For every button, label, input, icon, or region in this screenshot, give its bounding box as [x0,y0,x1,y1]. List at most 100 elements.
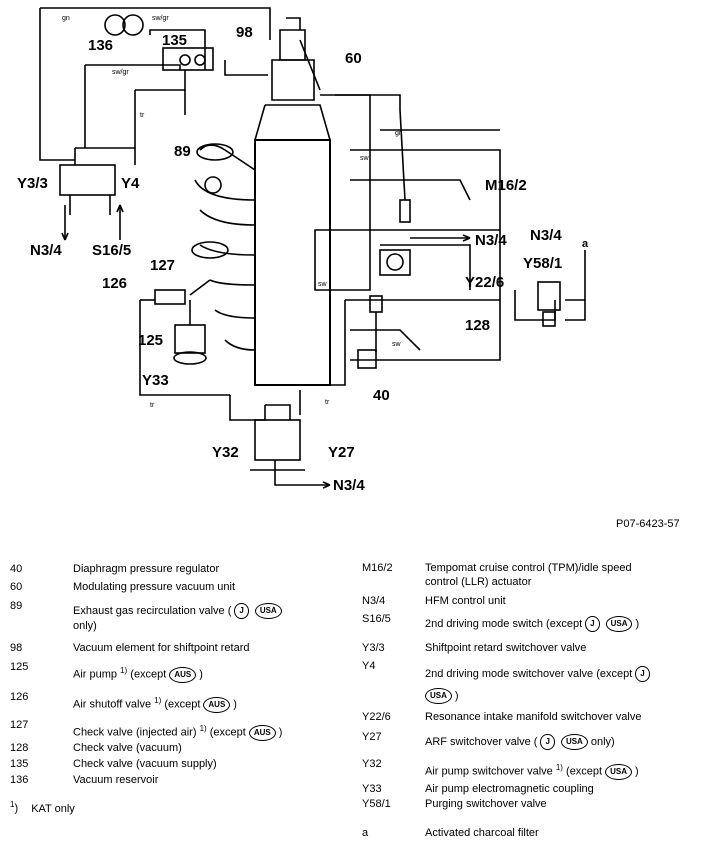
label-n3-4-mid: N3/4 [475,232,507,249]
legend-desc: Activated charcoal filter [425,827,539,839]
legend-code: 126 [10,691,29,703]
legend-code: S16/5 [362,613,391,625]
legend-desc: HFM control unit [425,595,506,607]
legend-desc-text: Tempomat cruise control (TPM)/idle speed [425,562,632,574]
legend-desc-text: (except [209,726,246,739]
legend-code: a [362,827,369,839]
legend-desc-text: control (LLR) actuator [425,576,532,588]
legend-code: Y27 [362,731,382,743]
legend-desc: Vacuum reservoir [73,774,159,786]
footnote-paren: ) [14,802,19,815]
badge-usa: USA [560,734,588,750]
pipe-tag-swgr: sw/gr [112,69,129,76]
pipe-tag-sw-lower: sw [392,341,402,348]
legend-desc: 2nd driving mode switchover valve (excep… [425,663,653,707]
legend-desc: Check valve (vacuum supply) [73,758,217,770]
badge-usa: USA [605,763,632,780]
legend-desc-text: only) [73,620,97,632]
label-135: 135 [162,32,187,49]
label-a: a [582,238,589,250]
legend-desc-text: only) [590,735,615,748]
pipe-tag-gr: gr [395,130,402,137]
legend-desc: Air pump electromagnetic coupling [425,783,594,795]
legend-code: Y58/1 [362,798,391,810]
vacuum-diagram: 136 135 98 60 89 Y3/3 Y4 N3/4 S16/5 M16/… [17,7,589,494]
legend-code: 135 [10,758,29,770]
legend-code: 128 [10,742,29,754]
legend-code: M16/2 [362,562,393,574]
label-126: 126 [102,275,127,292]
legend-code: 125 [10,661,29,673]
legend-desc-text: (except [566,765,603,778]
footnote-mark: 1) [555,763,563,772]
legend-desc: Tempomat cruise control (TPM)/idle speed… [425,561,632,589]
footnote-mark: 1) [154,696,162,705]
legend-code: 127 [10,719,29,731]
legend-desc: Diaphragm pressure regulator [73,563,220,575]
legend-desc: Shiftpoint retard switchover valve [425,642,587,654]
legend-desc-text: Check valve (injected air) [73,726,197,739]
label-y58-1: Y58/1 [523,255,562,272]
legend-desc-text: 2nd driving mode switch (except [425,617,583,630]
label-98: 98 [236,24,253,41]
legend-desc-text: Air pump switchover valve [425,765,553,778]
badge-j: J [234,603,249,619]
label-89: 89 [174,143,191,160]
label-s16-5: S16/5 [92,242,131,259]
legend-desc-text: ) [233,698,237,711]
legend-desc-text: ARF switchover valve ( [425,735,538,748]
badge-j: J [635,666,650,683]
badge-usa: USA [254,603,282,619]
legend-desc: Resonance intake manifold switchover val… [425,711,642,723]
pipe-tag-tr-upper: tr [140,112,145,119]
legend-desc: Purging switchover valve [425,798,547,810]
legend-code: 60 [10,581,23,593]
pipe-tag-tr-left: tr [150,402,155,409]
pipe-tag-sw-mid: sw [318,281,328,288]
pipe-tag-tr-right: tr [325,399,330,406]
legend-code: 89 [10,600,23,612]
label-125: 125 [138,332,163,349]
label-128: 128 [465,317,490,334]
label-n3-4-bottom: N3/4 [333,477,365,494]
legend-code: Y32 [362,758,382,770]
legend-desc-text: (except [164,698,201,711]
legend-desc-text: 2nd driving mode switchover valve (excep… [425,668,633,680]
label-n3-4-left: N3/4 [30,242,62,259]
label-y22-6: Y22/6 [465,274,504,291]
badge-j: J [585,616,600,632]
legend-code: 136 [10,774,29,786]
badge-usa: USA [425,688,452,705]
legend-code: Y4 [362,660,376,672]
figure-reference: P07-6423-57 [616,518,680,530]
label-y3-3: Y3/3 [17,175,48,192]
label-60: 60 [345,50,362,67]
legend-desc: Check valve (vacuum) [73,742,182,754]
legend-code: Y22/6 [362,711,391,723]
legend-desc: Vacuum element for shiftpoint retard [73,642,250,654]
legend-code: N3/4 [362,595,386,607]
footnote-mark: 1 [10,800,15,809]
legend-desc-text: ) [278,726,283,739]
label-136: 136 [88,37,113,54]
legend-code: Y33 [362,783,382,795]
legend-desc-text: Air shutoff valve [73,698,152,711]
legend-code: 40 [10,563,23,575]
legend-desc-text: Air pump [73,668,118,681]
label-40: 40 [373,387,390,404]
pipe-tag-sw-upper: sw [360,155,370,162]
footnote-text: KAT only [31,802,75,815]
legend-code: Y3/3 [362,642,385,654]
legend-desc-text: ) [199,668,203,681]
label-127: 127 [150,257,175,274]
label-y27: Y27 [328,444,355,461]
label-n3-4-right: N3/4 [530,227,562,244]
pipe-tag-swgr-top: sw/gr [152,15,169,22]
badge-j: J [540,734,555,750]
